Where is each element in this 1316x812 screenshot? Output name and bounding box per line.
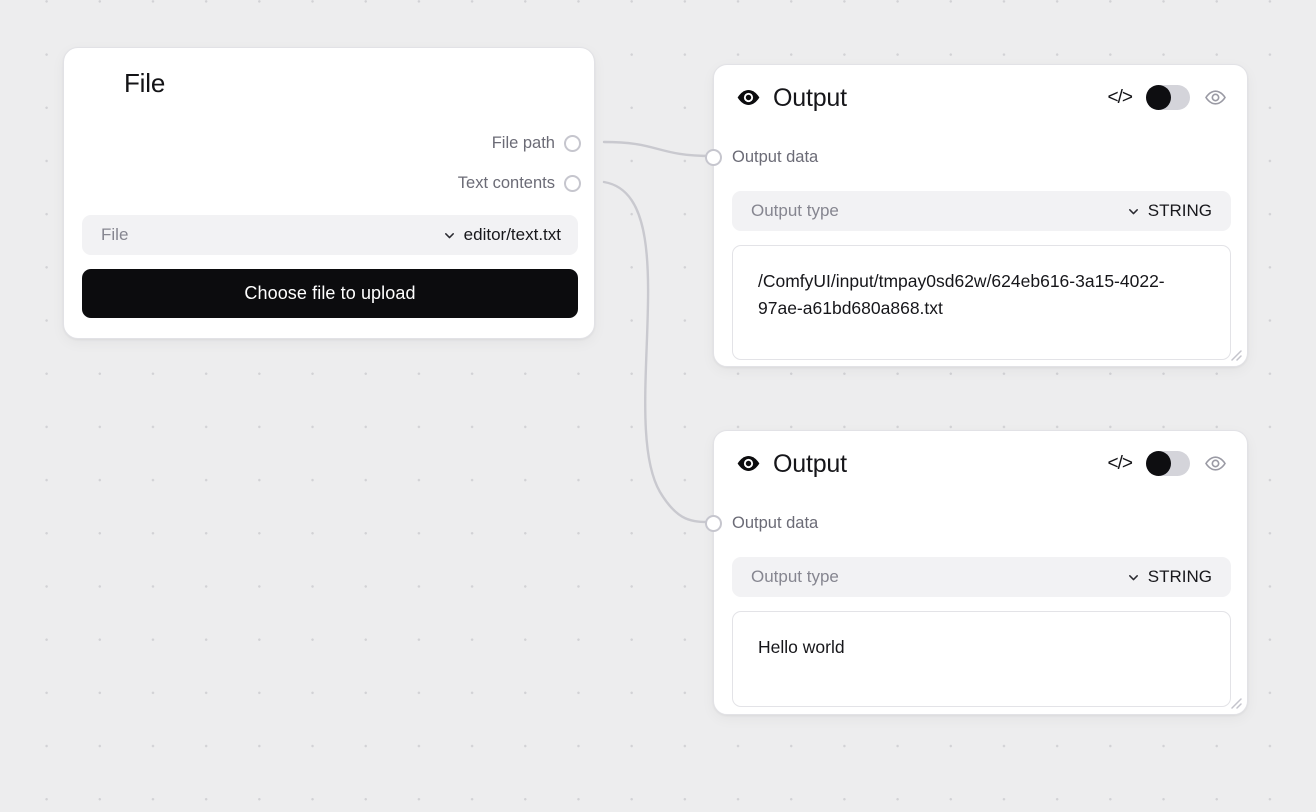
output-type-label: Output type <box>751 201 839 220</box>
input-slot-output-data[interactable]: Output data <box>705 514 818 532</box>
toggle-knob <box>1146 85 1171 110</box>
input-port-output-data[interactable] <box>705 148 722 166</box>
code-icon[interactable]: </> <box>1107 87 1134 108</box>
edge-filepath-to-output1 <box>602 140 714 158</box>
output-node-title: Output <box>773 449 847 478</box>
input-slot-label: Output data <box>732 148 819 166</box>
eye-filled-icon <box>736 85 761 110</box>
input-slot-output-data[interactable]: Output data <box>705 148 818 166</box>
output-slot-label: Text contents <box>457 174 555 192</box>
output-type-value: STRING <box>1147 201 1212 220</box>
output-port-file-path[interactable] <box>564 134 581 152</box>
output-text-value[interactable]: Hello world <box>732 611 1231 707</box>
chevron-down-icon <box>1127 571 1140 584</box>
chevron-down-icon <box>443 229 456 242</box>
choose-file-to-upload-button[interactable]: Choose file to upload <box>82 269 578 318</box>
output-type-label: Output type <box>751 567 839 586</box>
file-node[interactable]: File File path Text contents File editor… <box>63 47 595 339</box>
resize-handle[interactable] <box>1228 695 1242 709</box>
file-widget-label: File <box>101 225 129 244</box>
toggle-knob <box>1146 451 1171 476</box>
output-slot-file-path[interactable]: File path <box>492 134 581 152</box>
output-type-value: STRING <box>1147 567 1212 586</box>
output-slot-text-contents[interactable]: Text contents <box>458 174 581 192</box>
output-text-value[interactable]: /ComfyUI/input/tmpay0sd62w/624eb616-3a15… <box>732 245 1231 360</box>
edge-textcontents-to-output2 <box>602 180 714 524</box>
input-port-output-data[interactable] <box>705 514 722 532</box>
output-node-1[interactable]: Output </> Output data Output type <box>705 64 1248 367</box>
output-type-widget[interactable]: Output type STRING <box>732 557 1231 597</box>
eye-outline-icon[interactable] <box>1204 452 1227 475</box>
output-toggle-switch[interactable] <box>1146 451 1190 476</box>
output-node-header: Output </> <box>714 431 1247 496</box>
output-node-header: Output </> <box>714 65 1247 130</box>
resize-handle[interactable] <box>1228 347 1242 361</box>
eye-outline-icon[interactable] <box>1204 86 1227 109</box>
eye-filled-icon <box>736 451 761 476</box>
code-icon[interactable]: </> <box>1107 453 1134 474</box>
output-node-title: Output <box>773 83 847 112</box>
input-slot-label: Output data <box>732 514 819 532</box>
output-port-text-contents[interactable] <box>564 174 581 192</box>
chevron-down-icon <box>1127 205 1140 218</box>
output-node-2[interactable]: Output </> Output data Output type <box>705 430 1248 715</box>
output-toggle-switch[interactable] <box>1146 85 1190 110</box>
file-node-title: File <box>124 68 166 98</box>
output-slot-label: File path <box>491 134 555 152</box>
file-select-widget[interactable]: File editor/text.txt <box>82 215 578 255</box>
output-type-widget[interactable]: Output type STRING <box>732 191 1231 231</box>
file-widget-value: editor/text.txt <box>463 225 561 244</box>
